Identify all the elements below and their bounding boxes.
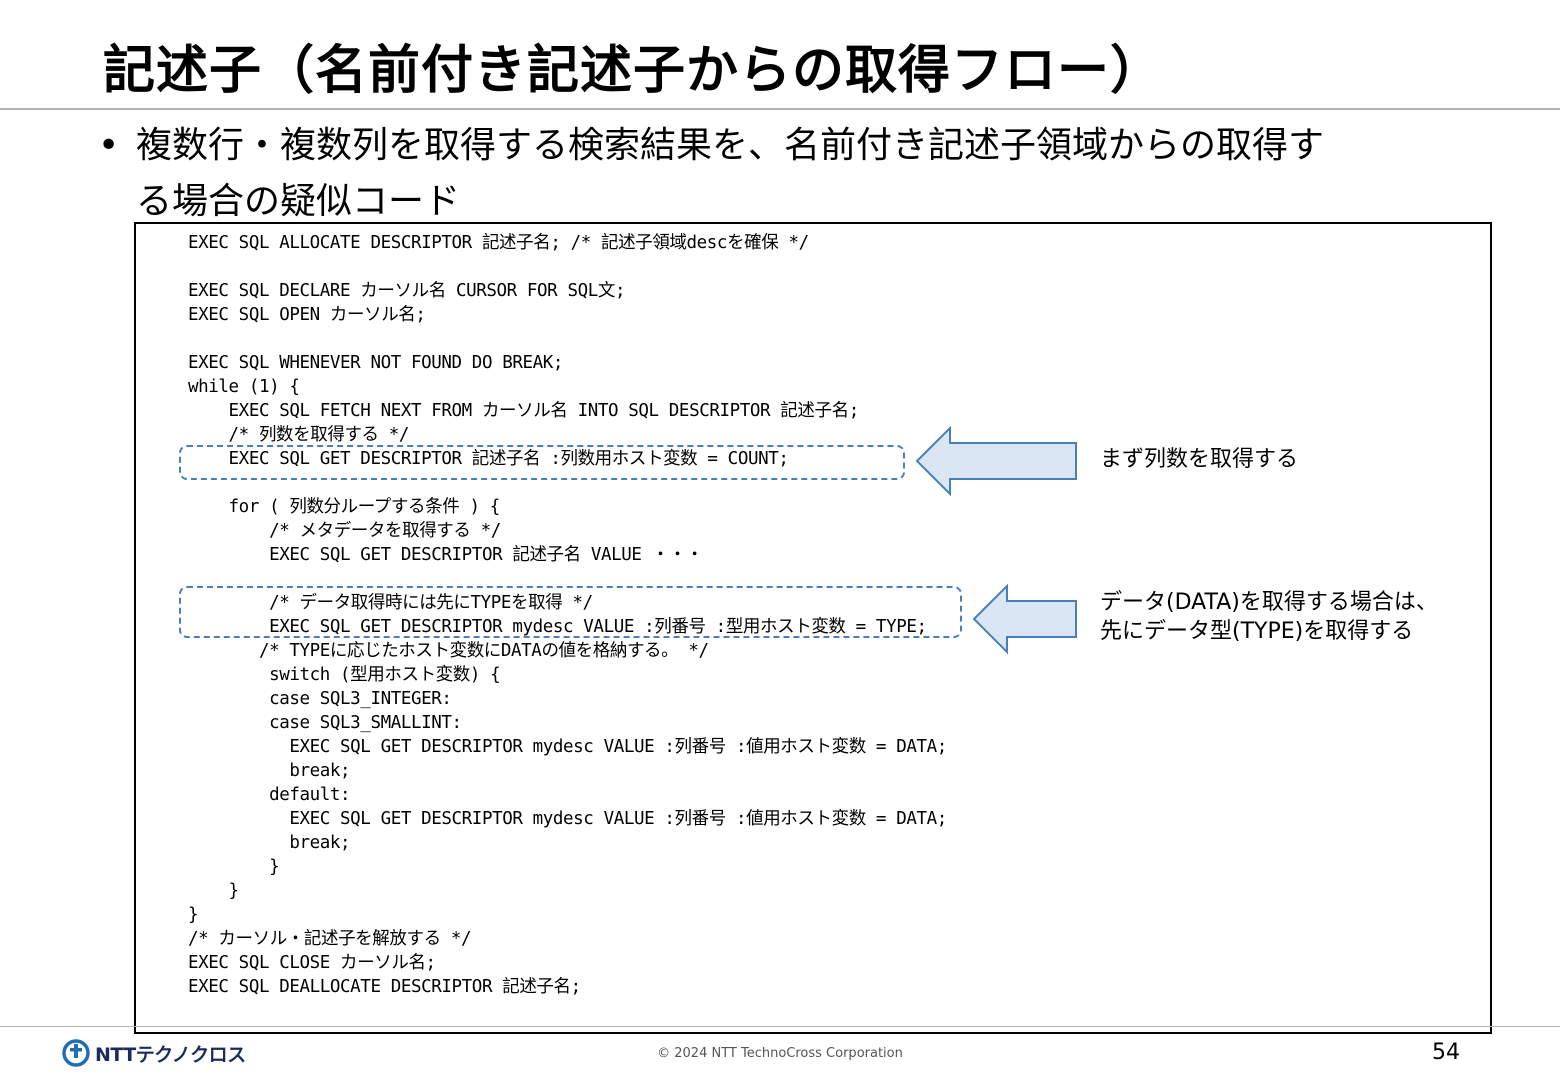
code-line xyxy=(188,327,947,351)
bullet-text: 複数行・複数列を取得する検索結果を、名前付き記述子領域からの取得す る場合の疑似… xyxy=(136,118,1496,230)
code-line: EXEC SQL GET DESCRIPTOR mydesc VALUE :列番… xyxy=(188,737,947,757)
code-line: /* TYPEに応じたホスト変数にDATAの値を格納する。 */ xyxy=(188,641,709,661)
bullet-marker: • xyxy=(98,125,120,166)
bullet-line-2: る場合の疑似コード xyxy=(136,181,461,222)
code-line: EXEC SQL GET DESCRIPTOR 記述子名 :列数用ホスト変数 =… xyxy=(188,449,789,469)
code-line xyxy=(188,255,947,279)
code-line: case SQL3_INTEGER: xyxy=(188,689,452,709)
annotation-type-line-2: 先にデータ型(TYPE)を取得する xyxy=(1100,619,1414,644)
code-line: EXEC SQL FETCH NEXT FROM カーソル名 INTO SQL … xyxy=(188,401,860,421)
bullet-line-1: 複数行・複数列を取得する検索結果を、名前付き記述子領域からの取得す xyxy=(136,125,1325,166)
page-number: 54 xyxy=(1432,1040,1460,1065)
code-line: while (1) { xyxy=(188,377,300,397)
code-line: for ( 列数分ループする条件 ) { xyxy=(188,497,501,517)
ntt-logo-icon xyxy=(62,1039,90,1067)
code-line: EXEC SQL WHENEVER NOT FOUND DO BREAK; xyxy=(188,353,564,373)
code-line: switch (型用ホスト変数) { xyxy=(188,665,501,685)
code-line: case SQL3_SMALLINT: xyxy=(188,713,462,733)
code-line: EXEC SQL OPEN カーソル名; xyxy=(188,305,426,325)
code-line: EXEC SQL GET DESCRIPTOR mydesc VALUE :列番… xyxy=(188,617,927,637)
code-line: /* データ取得時には先にTYPEを取得 */ xyxy=(188,593,593,613)
code-line: default: xyxy=(188,785,351,805)
code-line: EXEC SQL DECLARE カーソル名 CURSOR FOR SQL文; xyxy=(188,281,626,301)
annotation-count: まず列数を取得する xyxy=(1100,447,1299,472)
logo-text: NTTテクノクロス xyxy=(95,1043,246,1066)
company-logo: NTTテクノクロス xyxy=(62,1039,246,1067)
copyright-text: © 2024 NTT TechnoCross Corporation xyxy=(657,1046,903,1061)
code-line: EXEC SQL GET DESCRIPTOR 記述子名 VALUE ・・・ xyxy=(188,545,703,565)
left-arrow-icon xyxy=(915,425,1077,497)
code-line: break; xyxy=(188,761,351,781)
highlight-count-box xyxy=(179,445,905,480)
slide-title: 記述子（名前付き記述子からの取得フロー） xyxy=(103,41,1164,101)
code-line: /* 列数を取得する */ xyxy=(188,425,410,445)
code-line: /* メタデータを取得する */ xyxy=(188,521,501,541)
left-arrow-icon xyxy=(972,583,1077,655)
title-divider xyxy=(0,108,1560,110)
annotation-type-line-1: データ(DATA)を取得する場合は、 xyxy=(1100,590,1438,615)
code-line: EXEC SQL ALLOCATE DESCRIPTOR 記述子名; /* 記述… xyxy=(188,233,809,253)
code-box xyxy=(134,222,1492,1034)
pseudo-code-block: EXEC SQL ALLOCATE DESCRIPTOR 記述子名; /* 記述… xyxy=(188,231,947,999)
code-line: EXEC SQL GET DESCRIPTOR mydesc VALUE :列番… xyxy=(188,809,947,829)
code-line: /* カーソル・記述子を解放する */ xyxy=(188,929,472,949)
code-line: EXEC SQL CLOSE カーソル名; xyxy=(188,953,436,973)
code-line: } xyxy=(188,905,199,925)
footer-divider xyxy=(0,1026,1560,1027)
code-line: break; xyxy=(188,833,351,853)
code-line: } xyxy=(188,857,280,877)
code-line: EXEC SQL DEALLOCATE DESCRIPTOR 記述子名; xyxy=(188,977,581,997)
code-line: } xyxy=(188,881,240,901)
highlight-type-box xyxy=(179,586,962,638)
